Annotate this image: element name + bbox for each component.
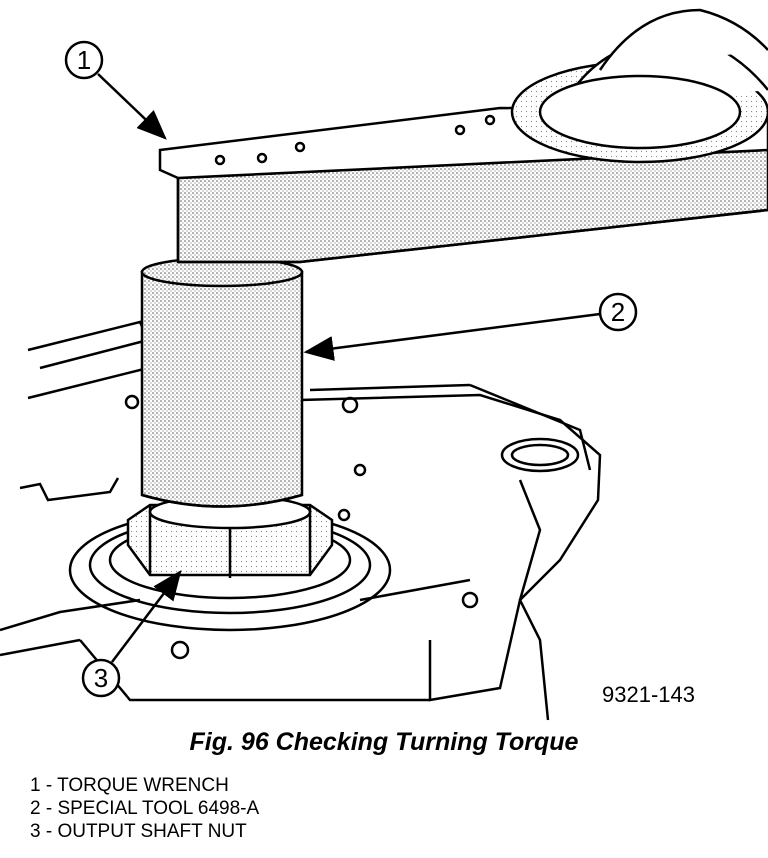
- callout-3-number: 3: [94, 663, 108, 693]
- legend-item-output-shaft-nut: 3 - OUTPUT SHAFT NUT: [30, 821, 247, 842]
- callout-2-number: 2: [611, 297, 625, 327]
- wrench-dial-head: [510, 8, 768, 164]
- special-tool-cylinder: [140, 256, 304, 508]
- figure-legend: 1 - TORQUE WRENCH 2 - SPECIAL TOOL 6498-…: [30, 774, 259, 843]
- callout-3: 3: [81, 570, 182, 698]
- technical-illustration: 1 2 3: [0, 8, 768, 721]
- output-shaft-nut: [126, 494, 334, 578]
- legend-item-torque-wrench: 1 - TORQUE WRENCH: [30, 775, 229, 796]
- figure-caption: Fig. 96 Checking Turning Torque: [189, 728, 579, 756]
- callout-1-number: 1: [77, 45, 91, 75]
- figure-reference-id: 9321-143: [602, 682, 695, 707]
- transmission-case: [0, 320, 602, 721]
- legend-item-special-tool: 2 - SPECIAL TOOL 6498-A: [30, 798, 260, 819]
- callout-2: 2: [303, 292, 638, 361]
- callout-1: 1: [64, 40, 167, 140]
